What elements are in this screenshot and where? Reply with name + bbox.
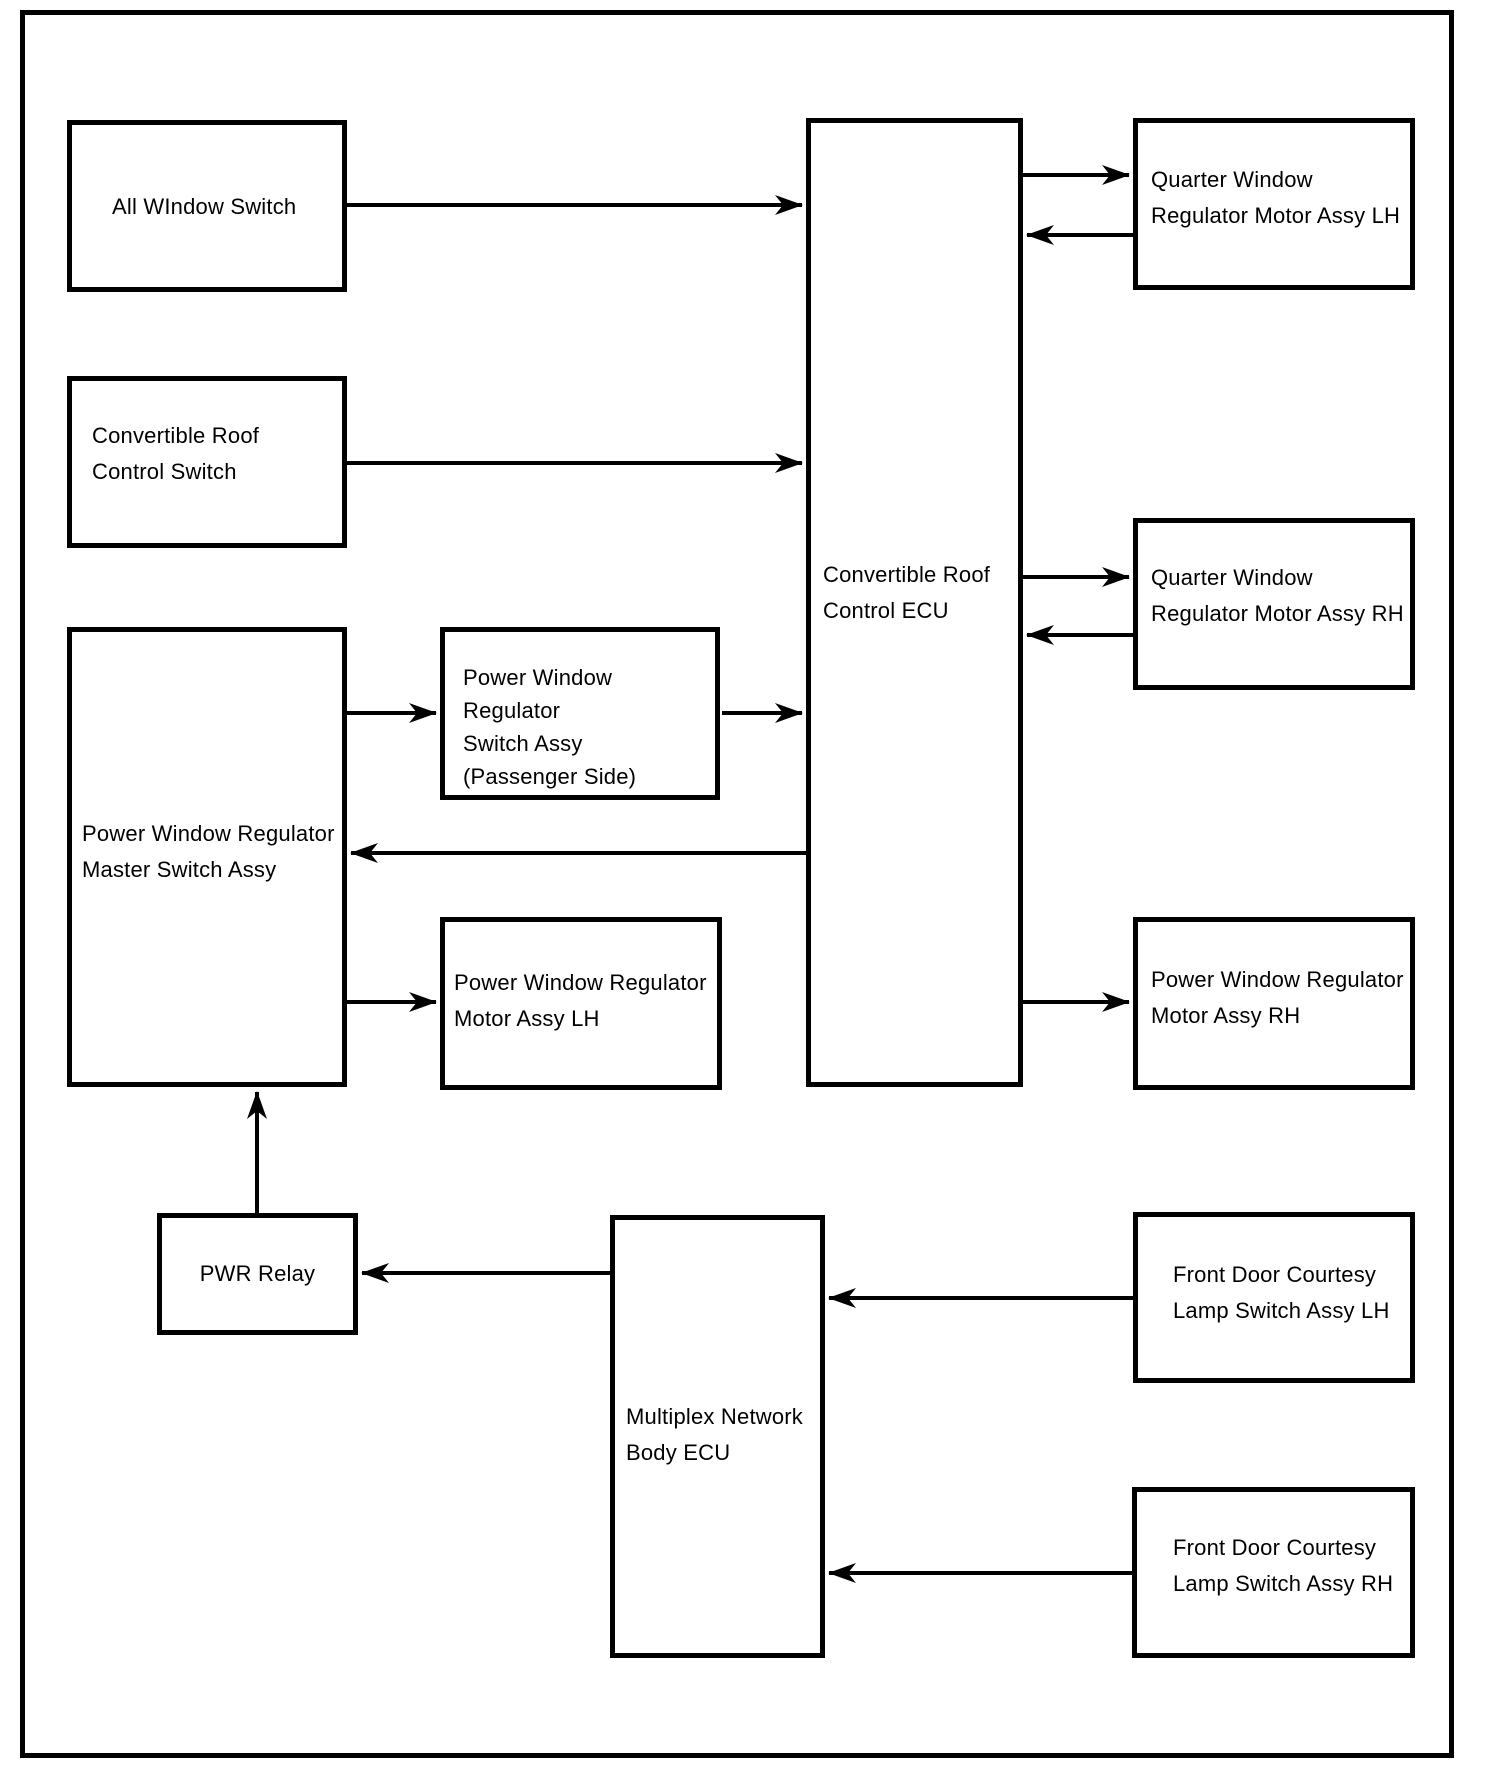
node-quarter-window-motor-lh: Quarter Window Regulator Motor Assy LH [1133, 118, 1415, 290]
node-quarter-window-motor-rh-label: Quarter Window Regulator Motor Assy RH [1151, 565, 1404, 626]
node-pw-motor-rh-label: Power Window Regulator Motor Assy RH [1151, 967, 1404, 1028]
node-pw-master-switch-label: Power Window Regulator Master Switch Ass… [82, 821, 335, 882]
node-multiplex-network-body-ecu-label: Multiplex Network Body ECU [626, 1404, 804, 1465]
node-quarter-window-motor-rh: Quarter Window Regulator Motor Assy RH [1133, 518, 1415, 690]
node-front-door-courtesy-lh: Front Door Courtesy Lamp Switch Assy LH [1133, 1212, 1415, 1383]
node-quarter-window-motor-lh-label: Quarter Window Regulator Motor Assy LH [1151, 167, 1401, 228]
node-pwr-relay: PWR Relay [157, 1213, 358, 1335]
diagram-border [20, 10, 1454, 1758]
node-all-window-switch: All WIndow Switch [67, 120, 347, 292]
node-pw-master-switch: Power Window Regulator Master Switch Ass… [67, 627, 347, 1087]
node-all-window-switch-label: All WIndow Switch [112, 194, 297, 219]
node-pw-motor-rh: Power Window Regulator Motor Assy RH [1133, 917, 1415, 1090]
node-convertible-roof-control-switch: Convertible Roof Control Switch [67, 376, 347, 548]
node-front-door-courtesy-lh-label: Front Door Courtesy Lamp Switch Assy LH [1173, 1262, 1390, 1323]
node-convertible-roof-control-ecu: Convertible Roof Control ECU [806, 118, 1023, 1087]
node-multiplex-network-body-ecu: Multiplex Network Body ECU [610, 1215, 825, 1658]
node-convertible-roof-control-switch-label: Convertible Roof Control Switch [92, 423, 260, 484]
node-pw-motor-lh-label: Power Window Regulator Motor Assy LH [454, 970, 707, 1031]
node-pw-motor-lh: Power Window Regulator Motor Assy LH [440, 917, 722, 1090]
node-convertible-roof-control-ecu-label: Convertible Roof Control ECU [823, 562, 991, 623]
node-front-door-courtesy-rh: Front Door Courtesy Lamp Switch Assy RH [1132, 1487, 1415, 1658]
node-pw-switch-passenger-label: Power Window Regulator Switch Assy (Pass… [463, 665, 637, 789]
node-front-door-courtesy-rh-label: Front Door Courtesy Lamp Switch Assy RH [1173, 1535, 1394, 1596]
node-pw-switch-passenger: Power Window Regulator Switch Assy (Pass… [440, 627, 720, 800]
node-pwr-relay-label: PWR Relay [199, 1261, 316, 1286]
